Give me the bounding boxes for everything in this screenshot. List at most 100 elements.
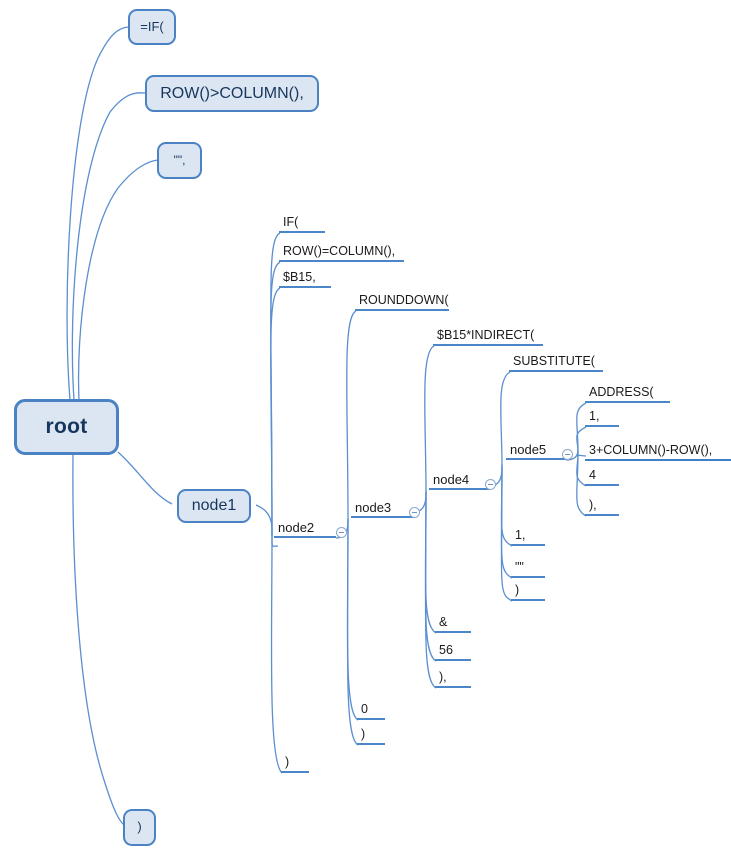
underline bbox=[281, 771, 309, 773]
node5-child-0[interactable]: SUBSTITUTE( bbox=[509, 353, 603, 372]
underline bbox=[435, 631, 471, 633]
node5-child-2[interactable]: "" bbox=[511, 559, 545, 578]
underline bbox=[585, 514, 619, 516]
node3-child-1[interactable]: 0 bbox=[357, 701, 385, 720]
node3-underline bbox=[351, 516, 414, 518]
node3-child-0-label: ROUNDDOWN( bbox=[359, 293, 449, 307]
node-node3[interactable]: node3 bbox=[351, 499, 414, 518]
underline bbox=[279, 286, 331, 288]
node-box-row-gt-column[interactable]: ROW()>COLUMN(), bbox=[145, 75, 319, 112]
node5-child-1-label: 1, bbox=[515, 528, 526, 542]
underline bbox=[511, 576, 545, 578]
link-n6-c2 bbox=[576, 426, 587, 453]
node-node3-label: node3 bbox=[355, 500, 392, 515]
link-node1-node2 bbox=[255, 504, 273, 534]
link-node4-c2 bbox=[424, 491, 437, 634]
node-box-if[interactable]: =IF( bbox=[128, 9, 176, 45]
link-node2-c3 bbox=[270, 287, 281, 537]
node4-child-0-label: $B15*INDIRECT( bbox=[437, 328, 535, 342]
node6-child-3-label: 4 bbox=[589, 468, 596, 482]
underline bbox=[355, 309, 449, 311]
node4-child-3[interactable]: ), bbox=[435, 669, 471, 688]
node2-child-3[interactable]: ) bbox=[281, 754, 309, 773]
underline bbox=[435, 686, 471, 688]
link-node4-c4 bbox=[424, 491, 437, 689]
node5-underline bbox=[506, 458, 566, 460]
node2-child-1[interactable]: ROW()=COLUMN(), bbox=[279, 243, 404, 262]
link-node5-c4 bbox=[500, 465, 513, 602]
underline bbox=[511, 599, 545, 601]
underline bbox=[279, 231, 325, 233]
link-node3-c3 bbox=[346, 519, 359, 746]
link-root-if bbox=[66, 26, 129, 401]
underline bbox=[357, 743, 385, 745]
node3-child-2-label: ) bbox=[361, 727, 366, 741]
node5-child-0-label: SUBSTITUTE( bbox=[513, 354, 595, 368]
node2-child-0-label: IF( bbox=[283, 215, 299, 229]
node2-underline bbox=[274, 536, 336, 538]
link-n6-c5 bbox=[576, 451, 587, 517]
collapse-toggle-node4[interactable] bbox=[485, 479, 496, 490]
collapse-toggle-node2[interactable] bbox=[336, 527, 347, 538]
node6-child-4[interactable]: ), bbox=[585, 497, 619, 516]
node-node2[interactable]: node2 bbox=[274, 519, 336, 538]
node6-child-0-label: ADDRESS( bbox=[589, 385, 654, 399]
node6-child-0[interactable]: ADDRESS( bbox=[585, 384, 670, 403]
node3-child-2[interactable]: ) bbox=[357, 726, 385, 745]
node5-child-3-label: ) bbox=[515, 583, 520, 597]
node6-child-4-label: ), bbox=[589, 498, 597, 512]
underline bbox=[357, 718, 385, 720]
link-root-paren bbox=[72, 454, 129, 829]
node6-child-2-label: 3+COLUMN()-ROW(), bbox=[589, 443, 713, 457]
node2-child-3-label: ) bbox=[285, 755, 290, 769]
node6-child-1-label: 1, bbox=[589, 409, 600, 423]
node5-child-1[interactable]: 1, bbox=[511, 527, 545, 546]
node4-child-0[interactable]: $B15*INDIRECT( bbox=[433, 327, 543, 346]
node3-child-0[interactable]: ROUNDDOWN( bbox=[355, 292, 449, 311]
node5-child-3[interactable]: ) bbox=[511, 582, 545, 601]
node4-child-1[interactable]: & bbox=[435, 614, 471, 633]
underline bbox=[509, 370, 603, 372]
node-node5-label: node5 bbox=[510, 442, 547, 457]
node2-child-2-label: $B15, bbox=[283, 270, 316, 284]
link-node4-c1 bbox=[424, 345, 435, 493]
node-box-empty-string[interactable]: "", bbox=[157, 142, 202, 179]
node-node4-label: node4 bbox=[433, 472, 470, 487]
underline bbox=[585, 484, 619, 486]
node6-child-1[interactable]: 1, bbox=[585, 408, 619, 427]
node2-child-1-label: ROW()=COLUMN(), bbox=[283, 244, 396, 258]
node5-child-2-label: "" bbox=[515, 560, 524, 574]
underline bbox=[279, 260, 404, 262]
link-root-quotes bbox=[77, 159, 159, 401]
node4-child-3-label: ), bbox=[439, 670, 447, 684]
node6-child-3[interactable]: 4 bbox=[585, 467, 619, 486]
collapse-toggle-node3[interactable] bbox=[409, 507, 420, 518]
node-node5[interactable]: node5 bbox=[506, 441, 566, 460]
underline bbox=[585, 425, 619, 427]
link-root-node1 bbox=[117, 451, 173, 505]
node4-child-2[interactable]: 56 bbox=[435, 642, 471, 661]
underline bbox=[433, 344, 543, 346]
node-root[interactable]: root bbox=[14, 399, 119, 455]
link-node4-c3 bbox=[424, 491, 437, 662]
node-node1[interactable]: node1 bbox=[177, 489, 251, 523]
link-node3-c1 bbox=[346, 310, 357, 521]
node3-child-1-label: 0 bbox=[361, 702, 368, 716]
node-box-close-paren[interactable]: ) bbox=[123, 809, 156, 846]
underline bbox=[585, 459, 731, 461]
node4-child-1-label: & bbox=[439, 615, 448, 629]
underline bbox=[585, 401, 670, 403]
link-node2-c4 bbox=[270, 535, 283, 774]
link-node5-c1 bbox=[500, 371, 511, 467]
link-root-rowcol bbox=[71, 92, 146, 401]
node4-underline bbox=[429, 488, 491, 490]
node2-child-0[interactable]: IF( bbox=[279, 214, 325, 233]
underline bbox=[435, 659, 471, 661]
node6-child-2[interactable]: 3+COLUMN()-ROW(), bbox=[585, 442, 731, 461]
collapse-toggle-node5[interactable] bbox=[562, 449, 573, 460]
node-node4[interactable]: node4 bbox=[429, 471, 491, 490]
node-node2-label: node2 bbox=[278, 520, 315, 535]
node2-child-2[interactable]: $B15, bbox=[279, 269, 331, 288]
